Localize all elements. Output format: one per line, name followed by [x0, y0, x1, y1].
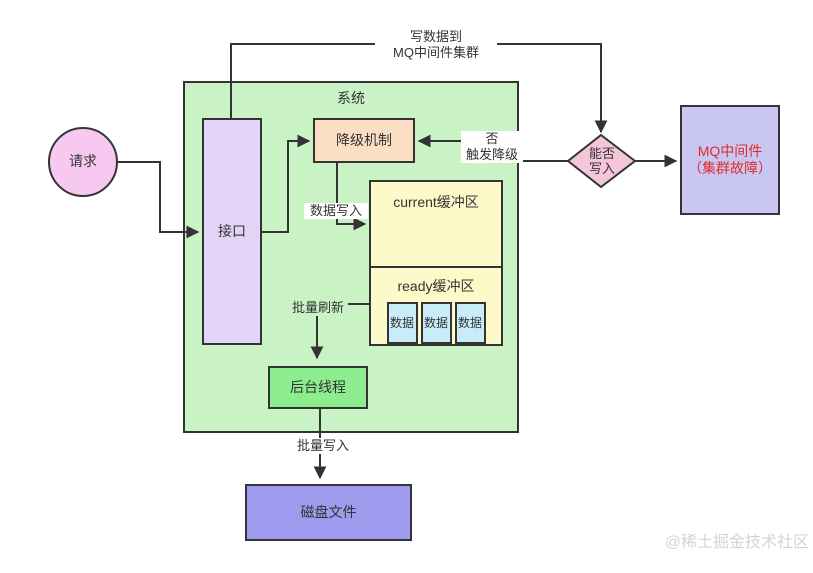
decision-diamond — [566, 133, 637, 189]
edge-label-no-trigger-line1: 否 — [485, 131, 499, 146]
edge-label-write-to-mq: 写数据到 MQ中间件集群 — [375, 29, 497, 61]
decision-label-line2: 写入 — [588, 161, 615, 176]
edge-label-batch-write: 批量写入 — [292, 438, 354, 454]
data-cell: 数据 — [420, 302, 452, 344]
interface-label: 接口 — [218, 222, 246, 239]
data-cell: 数据 — [386, 302, 418, 344]
edge-label-no-trigger: 否 触发降级 — [461, 131, 523, 163]
decision-label-line1: 能否 — [588, 146, 615, 161]
background-thread-label: 后台线程 — [290, 378, 346, 395]
mq-middleware-label-line2: （集群故障） — [688, 160, 772, 176]
current-buffer-section: current缓冲区 — [371, 182, 501, 266]
ready-buffer-label: ready缓冲区 — [397, 278, 475, 294]
watermark: @稀土掘金技术社区 — [664, 534, 809, 551]
current-buffer-label: current缓冲区 — [393, 194, 479, 210]
edge-label-write-to-mq-line2: MQ中间件集群 — [393, 45, 479, 60]
mq-middleware-label-line1: MQ中间件 — [697, 142, 763, 159]
ready-buffer-section: ready缓冲区 数据 数据 数据 — [371, 266, 501, 344]
buffer-node: current缓冲区 ready缓冲区 数据 数据 数据 — [369, 180, 503, 346]
interface-node: 接口 — [202, 118, 262, 345]
disk-file-node: 磁盘文件 — [245, 484, 412, 541]
disk-file-label: 磁盘文件 — [300, 503, 357, 520]
edge-interface-to-degrade — [262, 134, 311, 233]
edge-degrade-to-buffer — [336, 163, 367, 231]
request-label: 请求 — [69, 153, 97, 170]
degrade-mechanism-node: 降级机制 — [313, 118, 415, 163]
mq-middleware-node: MQ中间件 （集群故障） — [680, 105, 780, 215]
request-node: 请求 — [48, 127, 118, 197]
edge-label-batch-flush: 批量刷新 — [288, 300, 348, 316]
background-thread-node: 后台线程 — [268, 366, 368, 409]
data-cell: 数据 — [454, 302, 486, 344]
degrade-mechanism-label: 降级机制 — [336, 131, 392, 148]
edge-label-no-trigger-line2: 触发降级 — [465, 147, 518, 162]
edge-request-to-interface — [118, 161, 200, 239]
decision-label: 能否 写入 — [571, 139, 633, 183]
system-title: 系统 — [337, 90, 365, 106]
data-cell-row: 数据 数据 数据 — [386, 302, 486, 344]
edge-label-write-to-mq-line1: 写数据到 — [409, 29, 462, 44]
edge-label-data-write: 数据写入 — [304, 203, 368, 219]
